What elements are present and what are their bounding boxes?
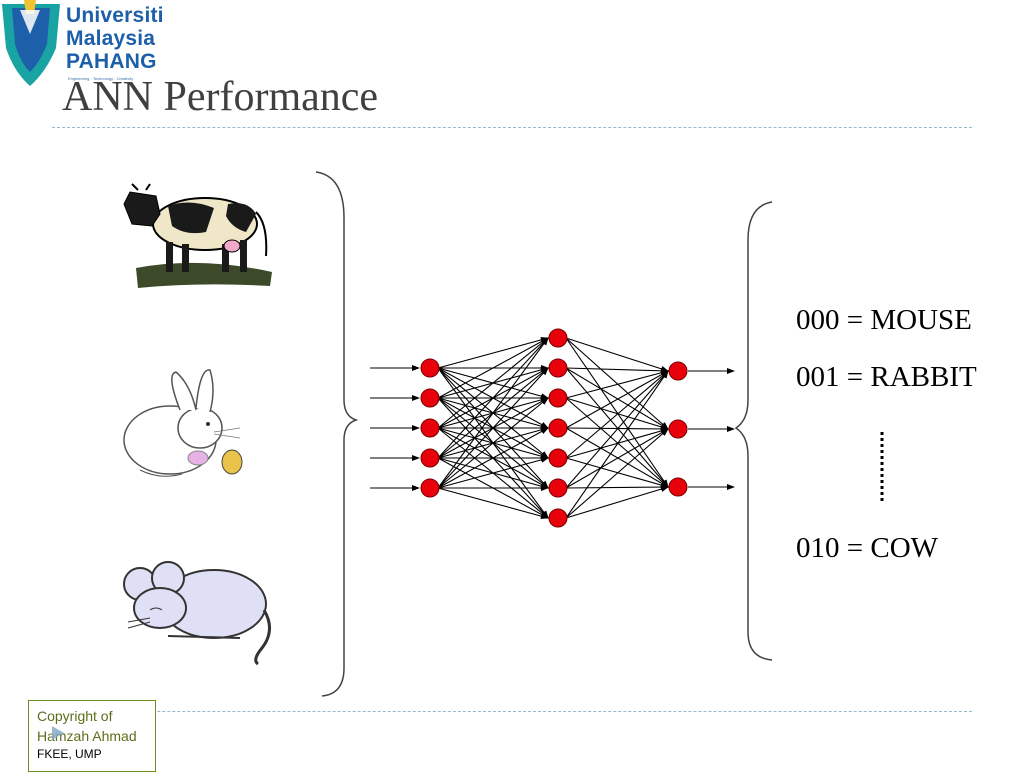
logo-text: Universiti Malaysia PAHANG (66, 4, 164, 73)
connection (565, 337, 669, 430)
mouse-image (123, 561, 271, 666)
input-node (420, 478, 440, 498)
left-brace (315, 171, 359, 697)
connection (565, 367, 669, 374)
connection (437, 336, 549, 369)
hidden-node (548, 508, 568, 528)
shield-icon (2, 0, 60, 86)
title-divider (52, 127, 972, 128)
connection (437, 456, 549, 489)
university-logo: Universiti Malaysia PAHANG Engineering ·… (0, 0, 200, 90)
copyright-box: Copyright of Hamzah Ahmad FKEE, UMP (28, 700, 156, 772)
rabbit-image (123, 369, 243, 477)
neural-network (370, 328, 735, 528)
play-icon[interactable] (52, 726, 64, 740)
logo-line-1: Universiti (66, 4, 164, 27)
connection (437, 427, 549, 489)
connection (565, 457, 669, 488)
code-rabbit: 001 = RABBIT (796, 361, 977, 393)
hidden-node (548, 418, 568, 438)
connection (565, 370, 669, 429)
connection (565, 428, 669, 489)
connection (437, 337, 549, 489)
connection (565, 397, 669, 488)
connection (565, 337, 669, 372)
connection (565, 367, 669, 488)
hidden-node (548, 358, 568, 378)
connection (437, 487, 549, 520)
input-node (420, 448, 440, 468)
footer-divider (52, 711, 972, 712)
copyright-line-3: FKEE, UMP (37, 747, 102, 761)
connection (437, 397, 549, 489)
input-node (420, 388, 440, 408)
connection (565, 337, 669, 488)
logo-tagline: Engineering · Technology · Creativity (68, 76, 134, 81)
slide-title: ANN Performance (62, 74, 379, 120)
logo-line-2: Malaysia (66, 27, 156, 50)
connection (437, 337, 549, 459)
input-node (420, 418, 440, 438)
cow-image (123, 183, 272, 288)
code-cow: 010 = COW (796, 532, 939, 564)
hidden-node (548, 388, 568, 408)
connection (437, 367, 549, 489)
connection (565, 428, 669, 519)
connection (565, 486, 669, 519)
connection (437, 337, 549, 429)
connection (437, 337, 549, 399)
right-brace (734, 201, 773, 661)
input-node (420, 358, 440, 378)
connection (565, 370, 669, 489)
logo-line-3: PAHANG (66, 50, 157, 73)
connection (565, 370, 669, 459)
connection (565, 397, 669, 430)
connection (565, 425, 669, 432)
copyright-line-1: Copyright of (37, 708, 113, 724)
connection (565, 428, 669, 459)
connection (565, 370, 669, 519)
connection (565, 367, 669, 430)
connection (565, 369, 669, 399)
hidden-node (548, 478, 568, 498)
connection (565, 427, 669, 488)
hidden-node (548, 448, 568, 468)
output-node (668, 477, 688, 497)
connection (565, 484, 669, 491)
code-mouse: 000 = MOUSE (796, 304, 972, 336)
hidden-node (548, 328, 568, 348)
output-node (668, 361, 688, 381)
output-node (668, 419, 688, 439)
